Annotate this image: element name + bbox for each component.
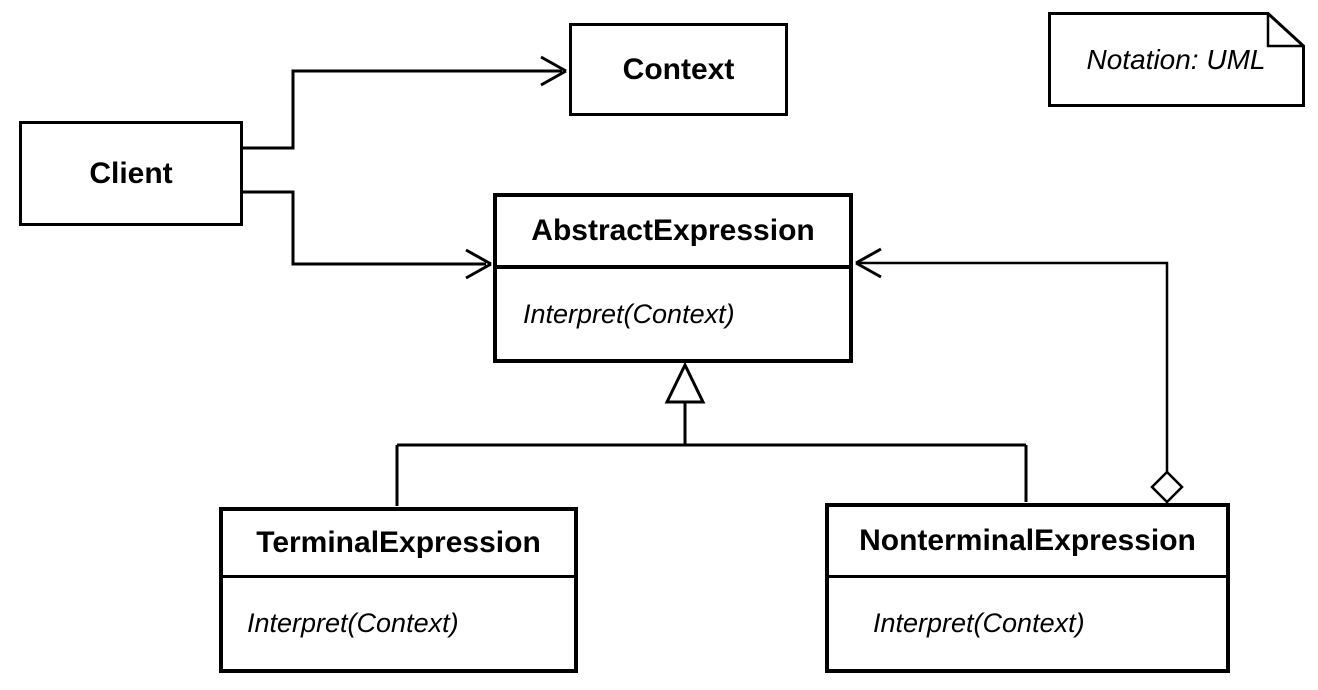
class-name-context: Context [622, 52, 735, 86]
class-method-compartment: Interpret(Context) [829, 578, 1226, 669]
aggregation-diamond-icon [1150, 470, 1184, 504]
client-context-connector-line [243, 69, 562, 150]
client-abstract-connector-line [243, 190, 486, 266]
class-box-context: Context [569, 23, 788, 116]
class-name-nonterminal-expression: NonterminalExpression [859, 524, 1196, 557]
client-context-open-arrowhead-icon [540, 55, 567, 87]
class-box-terminal-expression: TerminalExpression Interpret(Context) [219, 507, 578, 673]
client-abstract-open-arrowhead-icon [465, 248, 492, 280]
class-title-compartment: TerminalExpression [223, 511, 574, 578]
class-method-compartment: Interpret(Context) [223, 578, 574, 669]
method-label-nonterminal-expression: Interpret(Context) [873, 608, 1085, 638]
class-box-abstract-expression: AbstractExpression Interpret(Context) [493, 193, 853, 363]
class-title-compartment: NonterminalExpression [829, 507, 1226, 578]
class-name-terminal-expression: TerminalExpression [256, 526, 541, 559]
notation-note-label: Notation: UML [1086, 43, 1266, 75]
class-box-nonterminal-expression: NonterminalExpression Interpret(Context) [825, 503, 1230, 673]
aggregation-connector-line [859, 261, 1169, 472]
class-title-compartment: AbstractExpression [497, 197, 849, 269]
inheritance-triangle-icon [664, 361, 706, 404]
method-label-abstract-expression: Interpret(Context) [523, 298, 735, 329]
method-label-terminal-expression: Interpret(Context) [247, 608, 459, 638]
class-name-client: Client [89, 156, 173, 190]
class-name-abstract-expression: AbstractExpression [531, 214, 815, 247]
aggregation-open-arrowhead-icon [855, 247, 882, 279]
class-box-client: Client [19, 121, 243, 226]
class-method-compartment: Interpret(Context) [497, 269, 849, 359]
